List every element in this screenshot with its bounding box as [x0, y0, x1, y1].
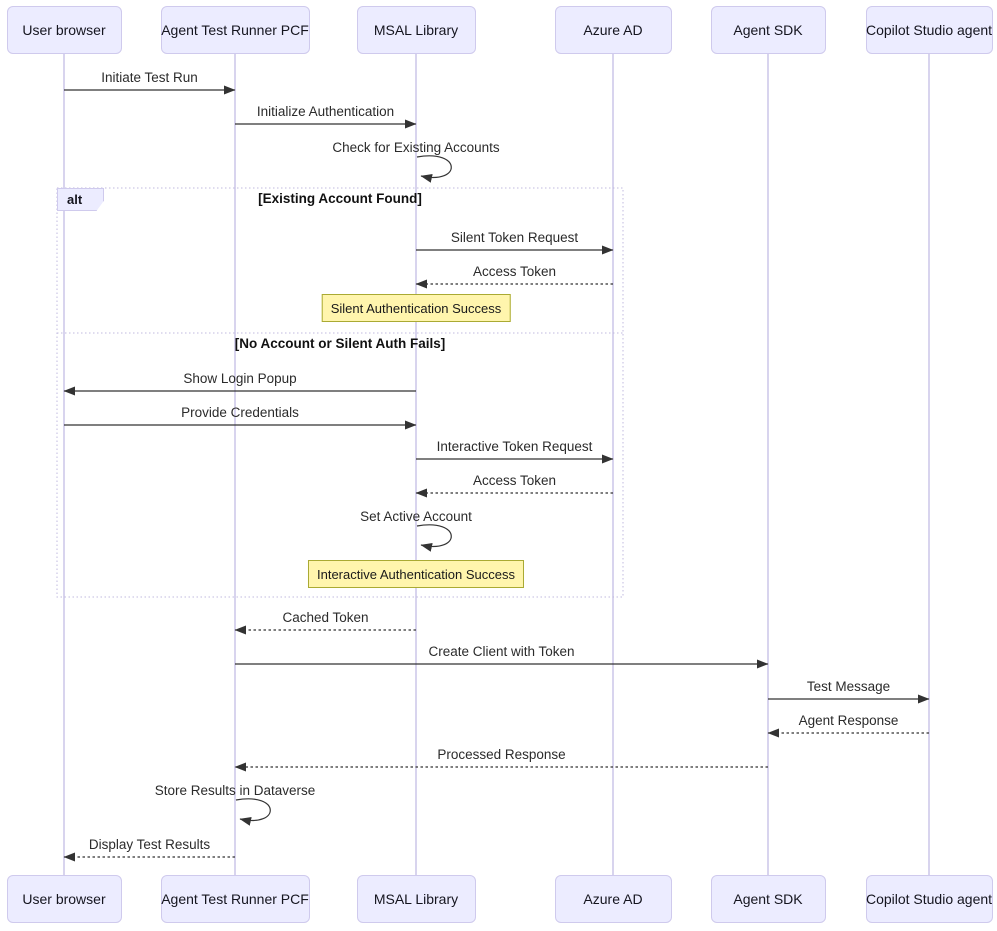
- note: Interactive Authentication Success: [307, 560, 525, 588]
- message-label: Initialize Authentication: [256, 104, 395, 119]
- message-label: Access Token: [472, 264, 557, 279]
- actor-bottom-aad: Azure AD: [554, 875, 672, 923]
- message-label: Silent Token Request: [450, 230, 579, 245]
- message-label: Test Message: [806, 679, 891, 694]
- actor-top-pcf: Agent Test Runner PCF: [160, 6, 310, 54]
- message-label: Cached Token: [282, 610, 369, 625]
- self-message-arrow: [416, 155, 452, 183]
- message-label: Access Token: [472, 473, 557, 488]
- note: Silent Authentication Success: [321, 294, 511, 322]
- actor-top-msal: MSAL Library: [356, 6, 476, 54]
- actor-top-sdk: Agent SDK: [710, 6, 826, 54]
- actor-bottom-msal: MSAL Library: [356, 875, 476, 923]
- self-message-arrow: [416, 524, 452, 552]
- alt-condition: [No Account or Silent Auth Fails]: [234, 336, 446, 351]
- self-message-arrow: [235, 798, 271, 826]
- alt-frame-label: alt: [57, 188, 104, 211]
- actor-bottom-pcf: Agent Test Runner PCF: [160, 875, 310, 923]
- message-label: Set Active Account: [360, 509, 472, 524]
- actor-top-browser: User browser: [6, 6, 122, 54]
- message-label: Provide Credentials: [181, 405, 299, 420]
- actor-bottom-sdk: Agent SDK: [710, 875, 826, 923]
- alt-condition: [Existing Account Found]: [258, 191, 422, 206]
- message-label: Check for Existing Accounts: [332, 140, 500, 155]
- actor-bottom-browser: User browser: [6, 875, 122, 923]
- message-label: Initiate Test Run: [101, 70, 198, 85]
- message-label: Store Results in Dataverse: [154, 783, 316, 798]
- message-label: Processed Response: [437, 747, 566, 762]
- message-label: Create Client with Token: [428, 644, 575, 659]
- message-label: Agent Response: [798, 713, 899, 728]
- actor-bottom-copilot: Copilot Studio agent: [865, 875, 993, 923]
- actor-top-aad: Azure AD: [554, 6, 672, 54]
- message-label: Display Test Results: [88, 837, 211, 852]
- alt-frame: [56, 187, 624, 598]
- message-label: Show Login Popup: [183, 371, 297, 386]
- message-label: Interactive Token Request: [436, 439, 593, 454]
- actor-top-copilot: Copilot Studio agent: [865, 6, 993, 54]
